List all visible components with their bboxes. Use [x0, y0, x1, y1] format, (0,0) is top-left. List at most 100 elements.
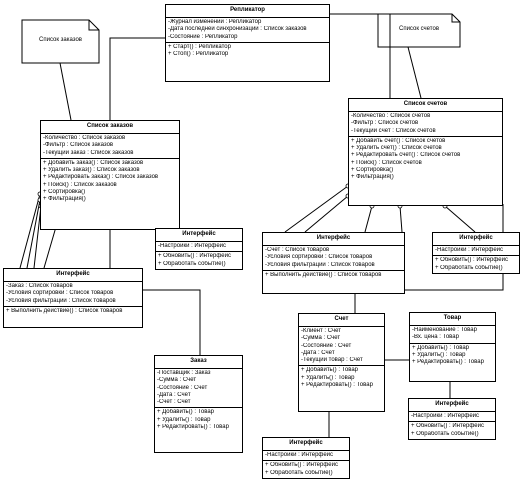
operation: + Добавить() : Товар — [301, 367, 359, 374]
class-interface-right[interactable]: Интерфейс -Настройки : Интерфейс + Обнов… — [432, 232, 520, 274]
attribute: -Состояние : Счет — [301, 342, 352, 349]
attribute: -Количество : Список счетов — [351, 113, 431, 119]
class-accounts-list[interactable]: Список счетов -Количество : Список счето… — [348, 98, 503, 206]
attribute: -Условия сортировки : Список товаров — [6, 290, 114, 297]
operation: + Редактировать() : Товар — [412, 359, 484, 366]
class-title: Список заказов — [41, 121, 179, 134]
attribute: -Текущий товар : Счет — [301, 357, 363, 364]
operation: + Удалить() : Товар — [301, 374, 355, 381]
operations: + Добавить() : Товар + Удалить() : Товар… — [410, 342, 495, 368]
operation: + Удалить заказ() : Список заказов — [43, 167, 140, 174]
operations: + Добавить() : Товар + Удалить() : Товар… — [299, 365, 384, 390]
operation: + Обработать событие() — [158, 260, 226, 267]
link-replicator-orders — [109, 37, 165, 120]
class-interface-accounts[interactable]: Интерфейс -Счет : Список товаров -Услови… — [262, 232, 405, 294]
attributes: -Наименование : Товар -Вх. цена : Товар — [410, 326, 495, 343]
operation: + Обновить() : Интерфейс — [411, 423, 484, 430]
link-orders-ileft-1 — [19, 193, 41, 269]
attribute: -Дата : Счет — [157, 391, 191, 398]
class-interface-product[interactable]: Интерфейс -Настройки : Интерфейс + Обнов… — [408, 398, 496, 440]
attribute: -Текущий счет : Список счетов — [351, 127, 436, 134]
attributes: -Настройки : Интерфейс — [409, 412, 495, 421]
link-accounts-iacc-2 — [304, 195, 349, 233]
operation: + Удалить() : Товар — [157, 416, 211, 423]
attribute: -Настройки : Интерфейс — [411, 413, 480, 419]
class-interface-bottom[interactable]: Интерфейс -Настройки : Интерфейс + Обнов… — [262, 437, 350, 479]
class-interface-middle[interactable]: Интерфейс -Настройки : Интерфейс + Обнов… — [155, 228, 243, 270]
operations: + Старт() : Репликатор + Стоп() : Реплик… — [166, 41, 329, 60]
attribute: -Настройки : Интерфейс — [265, 452, 334, 458]
link-accounts-iacc-1 — [284, 185, 349, 233]
attributes: -Журнал изменений : Репликатор -Дата пос… — [166, 18, 329, 42]
attribute: -Фильтр : Список заказов — [43, 142, 114, 149]
operation: + Обновить() : Интерфейс — [158, 253, 231, 260]
operation: + Обработать событие() — [411, 430, 479, 437]
operation: + Сортировка() — [351, 167, 394, 174]
class-orders-list[interactable]: Список заказов -Количество : Список зака… — [40, 120, 180, 230]
operation: + Добавить() : Товар — [412, 344, 470, 351]
attributes: -Настройки : Интерфейс — [156, 242, 242, 251]
attribute: -Счет : Список товаров — [265, 247, 330, 253]
attributes: -Поставщик : Заказ -Сумма : Счет -Состоя… — [155, 369, 242, 407]
attribute: -Настройки : Интерфейс — [158, 243, 227, 249]
operation: + Обновить() : Интерфейс — [435, 257, 508, 264]
attribute: -Состояние : Счет — [157, 384, 208, 391]
operation: + Добавить счет() : Список счетов — [351, 137, 446, 144]
operation: + Удалить счет() : Список счетов — [351, 145, 442, 152]
operation: + Редактировать() : Товар — [301, 382, 373, 389]
attribute: -Заказ : Список товаров — [6, 283, 73, 289]
attributes: -Клиент : Счет -Сумма : Счет -Состояние … — [299, 327, 384, 365]
link-orders-ileft-3 — [33, 205, 42, 269]
operation: + Стоп() : Репликатор — [168, 51, 229, 58]
attributes: -Количество : Список заказов -Фильтр : С… — [41, 134, 179, 158]
note-accounts-outline — [377, 13, 461, 48]
class-title: Список счетов — [349, 99, 502, 112]
attribute: -Журнал изменений : Репликатор — [168, 19, 262, 25]
class-title: Интерфейс — [409, 399, 495, 412]
attribute: -Количество : Список заказов — [43, 135, 126, 141]
operation: + Сортировка() — [43, 189, 86, 196]
operations: + Выполнить действие() : Список товаров — [263, 269, 404, 280]
operation: + Фильтрация() — [351, 174, 394, 181]
note-accounts-text: Список счетов — [398, 26, 440, 32]
class-title: Интерфейс — [433, 233, 519, 246]
operation: + Поиск() : Список заказов — [43, 181, 117, 188]
operation: + Добавить заказ() : Список заказов — [43, 159, 144, 166]
class-title: Интерфейс — [263, 438, 349, 451]
attribute: -Условия фильтрации : Список товаров — [6, 297, 116, 304]
class-replicator[interactable]: Репликатор -Журнал изменений : Репликато… — [165, 4, 330, 82]
attribute: -Условия фильтрации : Список товаров — [265, 261, 375, 268]
link-orders-ileft-2 — [26, 199, 41, 269]
operation: + Обновить() : Интерфейс — [265, 462, 338, 469]
attribute: -Настройки : Интерфейс — [435, 247, 504, 253]
class-title: Счет — [299, 314, 384, 327]
class-interface-left[interactable]: Интерфейс -Заказ : Список товаров -Услов… — [3, 268, 143, 328]
class-title: Интерфейс — [263, 233, 404, 246]
link-replicator-accounts — [330, 13, 391, 98]
class-product[interactable]: Товар -Наименование : Товар -Вх. цена : … — [409, 312, 496, 382]
operation: + Выполнить действие() : Список товаров — [265, 271, 382, 278]
operation: + Редактировать() : Товар — [157, 424, 229, 431]
attribute: -Дата : Счет — [301, 349, 335, 356]
attributes: -Количество : Список счетов -Фильтр : Сп… — [349, 112, 502, 136]
class-account[interactable]: Счет -Клиент : Счет -Сумма : Счет -Состо… — [298, 313, 385, 412]
class-title: Интерфейс — [4, 269, 142, 282]
operation: + Добавить() : Товар — [157, 409, 215, 416]
attributes: -Настройки : Интерфейс — [263, 451, 349, 460]
attribute: -Вх. цена : Товар — [412, 334, 459, 341]
attribute: -Поставщик : Заказ — [157, 370, 211, 376]
link-accounts-iacc-4 — [399, 205, 403, 233]
attribute: -Сумма : Счет — [301, 335, 341, 342]
operations: + Обновить() : Интерфейс + Обработать со… — [409, 421, 495, 439]
attributes: -Счет : Список товаров -Условия сортиров… — [263, 246, 404, 270]
operation: + Редактировать счет() : Список счетов — [351, 152, 461, 159]
link-accounts-iright — [444, 205, 476, 233]
operation: + Старт() : Репликатор — [168, 43, 231, 50]
operation: + Удалить() : Товар — [412, 351, 466, 358]
attribute: -Состояние : Репликатор — [168, 33, 238, 40]
note-orders-text: Список заказов — [39, 37, 82, 43]
link-note-orders — [59, 62, 72, 121]
class-order[interactable]: Заказ -Поставщик : Заказ -Сумма : Счет -… — [154, 355, 243, 453]
